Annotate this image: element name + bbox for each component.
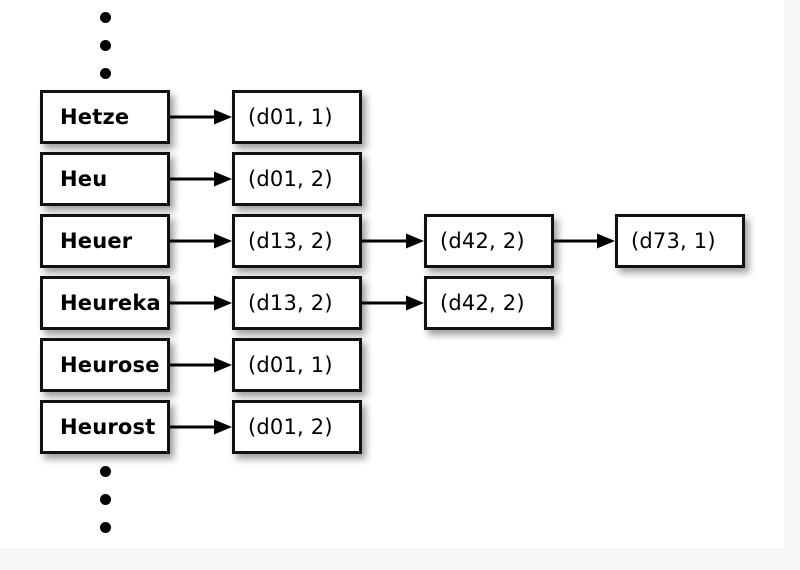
arrow-term-to-posting [170, 232, 232, 250]
posting-box-r4c2[interactable]: (d42, 2) [424, 276, 554, 330]
posting-label: (d42, 2) [440, 290, 525, 315]
ellipsis-dot [99, 40, 111, 51]
posting-label: (d42, 2) [440, 228, 525, 253]
posting-label: (d13, 2) [248, 228, 333, 253]
ellipsis-dot [99, 12, 111, 23]
posting-box-r1c1[interactable]: (d01, 1) [232, 90, 362, 144]
term-label: Heu [60, 166, 108, 191]
term-box-heurose[interactable]: Heurose [40, 338, 170, 392]
posting-box-r5c1[interactable]: (d01, 1) [232, 338, 362, 392]
term-label: Heurose [60, 352, 160, 377]
posting-box-r2c1[interactable]: (d01, 2) [232, 152, 362, 206]
term-label: Hetze [60, 104, 130, 129]
term-box-heureka[interactable]: Heureka [40, 276, 170, 330]
term-box-hetze[interactable]: Hetze [40, 90, 170, 144]
term-box-heu[interactable]: Heu [40, 152, 170, 206]
posting-box-r6c1[interactable]: (d01, 2) [232, 400, 362, 454]
ellipsis-dot [99, 68, 111, 79]
posting-box-r3c1[interactable]: (d13, 2) [232, 214, 362, 268]
arrow-term-to-posting [170, 294, 232, 312]
arrow-posting-to-posting [554, 232, 615, 250]
vertical-ellipsis-bottom [93, 466, 117, 533]
arrow-posting-to-posting [362, 232, 424, 250]
posting-box-r4c1[interactable]: (d13, 2) [232, 276, 362, 330]
ellipsis-dot [99, 494, 111, 505]
posting-box-r3c3[interactable]: (d73, 1) [615, 214, 745, 268]
arrow-term-to-posting [170, 170, 232, 188]
arrow-term-to-posting [170, 418, 232, 436]
arrow-term-to-posting [170, 356, 232, 374]
term-label: Heureka [60, 290, 161, 315]
posting-label: (d01, 2) [248, 166, 333, 191]
term-label: Heurost [60, 414, 156, 439]
posting-label: (d01, 1) [248, 352, 333, 377]
ellipsis-dot [99, 466, 111, 477]
arrow-term-to-posting [170, 108, 232, 126]
diagram-canvas: Hetze (d01, 1) Heu (d01, 2) Heuer (d13, … [40, 12, 745, 533]
posting-label: (d13, 2) [248, 290, 333, 315]
term-box-heuer[interactable]: Heuer [40, 214, 170, 268]
arrow-posting-to-posting [362, 294, 424, 312]
ellipsis-dot [99, 522, 111, 533]
term-label: Heuer [60, 228, 133, 253]
posting-label: (d73, 1) [631, 228, 716, 253]
posting-label: (d01, 1) [248, 104, 333, 129]
vertical-ellipsis-top [93, 12, 117, 79]
posting-box-r3c2[interactable]: (d42, 2) [424, 214, 554, 268]
posting-label: (d01, 2) [248, 414, 333, 439]
term-box-heurost[interactable]: Heurost [40, 400, 170, 454]
